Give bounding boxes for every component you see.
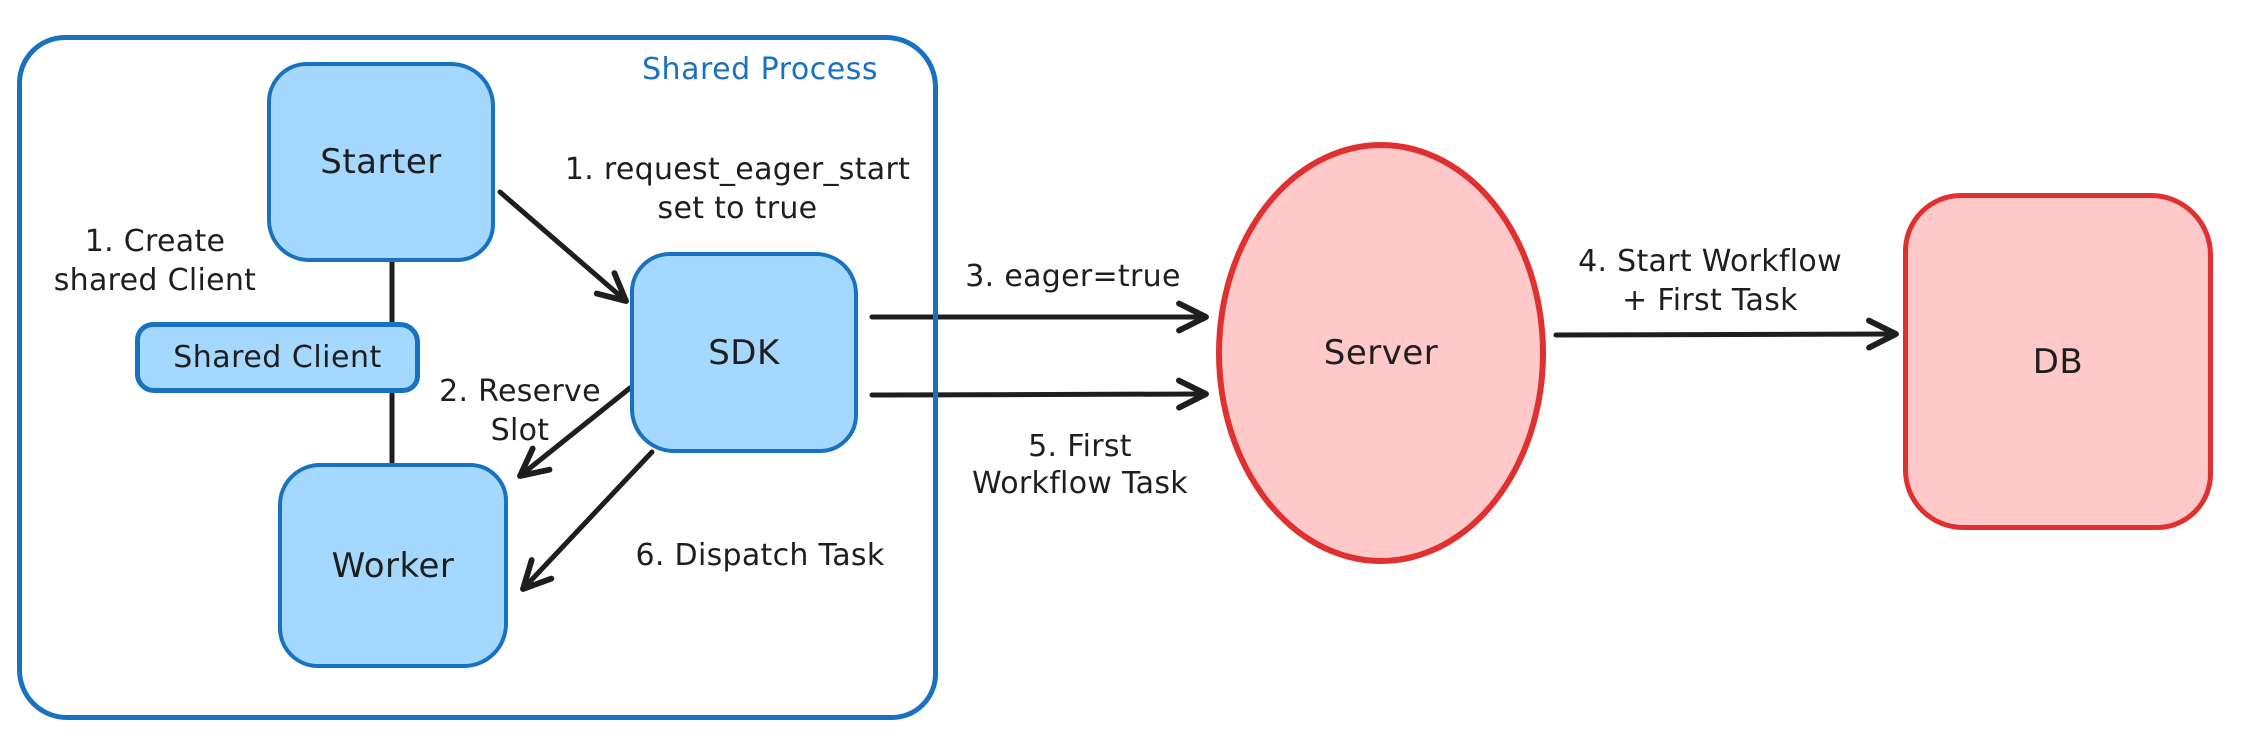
arrow-sdk-to-worker-dispatch-task (520, 449, 655, 592)
step-label-line: Workflow Task (972, 466, 1188, 501)
step-label-line: 4. Start Workflow (1578, 244, 1842, 279)
step-label-line: 1. request_eager_start (564, 152, 911, 187)
sdk-node-label: SDK (708, 332, 780, 373)
worker-node: Worker (278, 463, 508, 668)
step-label-create-shared-client: 1. Create shared Client (30, 222, 280, 300)
starter-node: Starter (267, 62, 495, 262)
step-label-line: + First Task (1622, 283, 1798, 318)
server-node: Server (1216, 142, 1546, 564)
step-label-dispatch-task: 6. Dispatch Task (600, 536, 920, 575)
shared-client-node-label: Shared Client (173, 340, 382, 375)
step-label-line: 2. Reserve (439, 374, 601, 409)
worker-node-label: Worker (331, 545, 455, 586)
step-label-line: 6. Dispatch Task (635, 538, 885, 573)
db-node: DB (1903, 193, 2213, 530)
step-label-line: Slot (490, 413, 550, 448)
step-label-line: 3. eager=true (965, 259, 1181, 294)
shared-process-title: Shared Process (642, 52, 878, 87)
arrow-sdk-to-worker-reserve-slot (517, 385, 633, 479)
arrow-sdk-to-server-first-task (869, 377, 1209, 411)
step-label-request-eager-start: 1. request_eager_start set to true (535, 150, 940, 228)
server-node-label: Server (1323, 333, 1439, 373)
step-label-reserve-slot: 2. Reserve Slot (420, 372, 620, 450)
step-label-line: 5. First (1028, 429, 1132, 464)
starter-node-label: Starter (320, 142, 442, 182)
step-label-start-workflow: 4. Start Workflow + First Task (1530, 242, 1890, 320)
arrow-starter-to-sdk (497, 189, 629, 304)
sdk-node: SDK (630, 252, 858, 453)
step-label-line: 1. Create (84, 224, 226, 259)
shared-client-node: Shared Client (135, 322, 420, 393)
db-node-label: DB (2032, 341, 2084, 382)
step-label-first-workflow-task: 5. First Workflow Task (930, 428, 1230, 502)
step-label-line: set to true (657, 191, 818, 226)
arrow-server-to-db (1553, 317, 1899, 351)
step-label-line: shared Client (53, 263, 257, 298)
shared-process-group (17, 35, 938, 720)
step-label-eager-true: 3. eager=true (923, 257, 1223, 296)
